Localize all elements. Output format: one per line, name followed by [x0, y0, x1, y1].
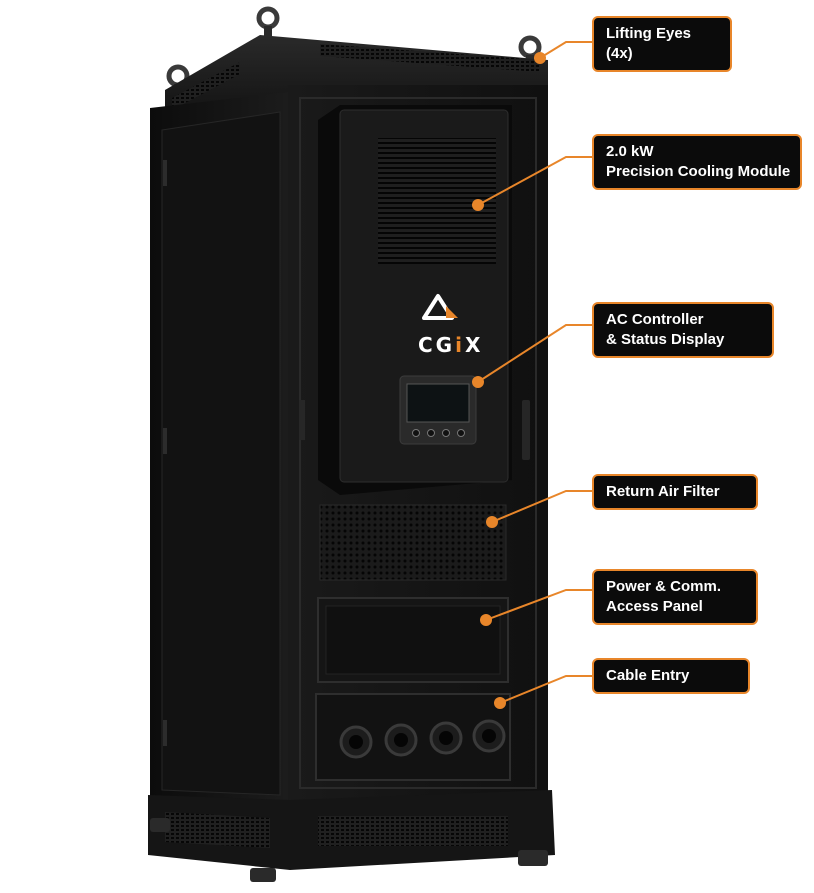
controller-button[interactable] — [412, 429, 420, 437]
cable-gland-icon — [472, 719, 506, 753]
brand-text-x: X — [465, 333, 483, 357]
front-door-handle — [522, 400, 530, 460]
plinth-vent — [318, 816, 508, 846]
controller-button[interactable] — [442, 429, 450, 437]
controller-button[interactable] — [427, 429, 435, 437]
ac-controller — [399, 375, 477, 445]
callout-line: Precision Cooling Module — [606, 163, 791, 180]
leader-dot — [534, 52, 546, 64]
callout-cooling-module: 2.0 kW Precision Cooling Module — [592, 134, 802, 190]
callout-line: Return Air Filter — [606, 483, 720, 500]
callout-lifting-eyes: Lifting Eyes (4x) — [592, 16, 732, 72]
callout-line: (4x) — [606, 45, 633, 62]
leader-dot — [472, 199, 484, 211]
leader-line — [477, 156, 592, 206]
callout-line: AC Controller — [606, 311, 704, 328]
brand-text-i: i — [455, 333, 465, 357]
return-air-filter — [319, 504, 507, 581]
callout-line: Cable Entry — [606, 667, 690, 684]
leveling-foot — [150, 818, 170, 832]
side-door-hinge — [163, 160, 167, 186]
callout-return-air-filter: Return Air Filter — [592, 474, 758, 510]
callout-line: Lifting Eyes — [606, 25, 692, 42]
cable-gland-icon — [429, 721, 463, 755]
side-door-hinge — [163, 720, 167, 746]
leader-line — [539, 41, 592, 59]
brand-logo: CGiX — [418, 294, 483, 357]
plinth-vent — [165, 812, 270, 848]
cabinet-roof — [165, 35, 548, 108]
leader-dot — [494, 697, 506, 709]
callout-leaders — [472, 41, 592, 709]
leveling-foot — [518, 850, 548, 866]
side-door — [161, 111, 281, 796]
callout-power-access-panel: Power & Comm. Access Panel — [592, 569, 758, 625]
controller-button[interactable] — [457, 429, 465, 437]
svg-text:CGiX: CGiX — [418, 333, 483, 357]
access-panel-inset — [325, 605, 501, 675]
leveling-foot — [250, 868, 276, 882]
callout-ac-controller: AC Controller & Status Display — [592, 302, 774, 358]
leader-line — [491, 490, 592, 523]
cabinet-front-frame — [299, 97, 537, 789]
leader-dot — [486, 516, 498, 528]
callout-cable-entry: Cable Entry — [592, 658, 750, 694]
callout-line: 2.0 kW — [606, 143, 654, 160]
leader-dot — [480, 614, 492, 626]
leader-line — [485, 589, 592, 621]
lifting-eye-icon — [256, 6, 280, 36]
front-hinge — [299, 400, 305, 440]
brand-text-cg: CG — [418, 333, 455, 357]
leader-line — [499, 675, 592, 704]
side-door-hinge — [163, 428, 167, 454]
status-display-screen — [406, 383, 470, 423]
roof-vent — [172, 62, 240, 110]
cable-gland-icon — [384, 723, 418, 757]
leader-line — [477, 324, 592, 383]
callout-line: Power & Comm. — [606, 578, 722, 595]
callout-line: Access Panel — [606, 598, 703, 615]
roof-vent — [320, 44, 540, 72]
cable-gland-icon — [339, 725, 373, 759]
callout-line: & Status Display — [606, 331, 725, 348]
leader-dot — [472, 376, 484, 388]
